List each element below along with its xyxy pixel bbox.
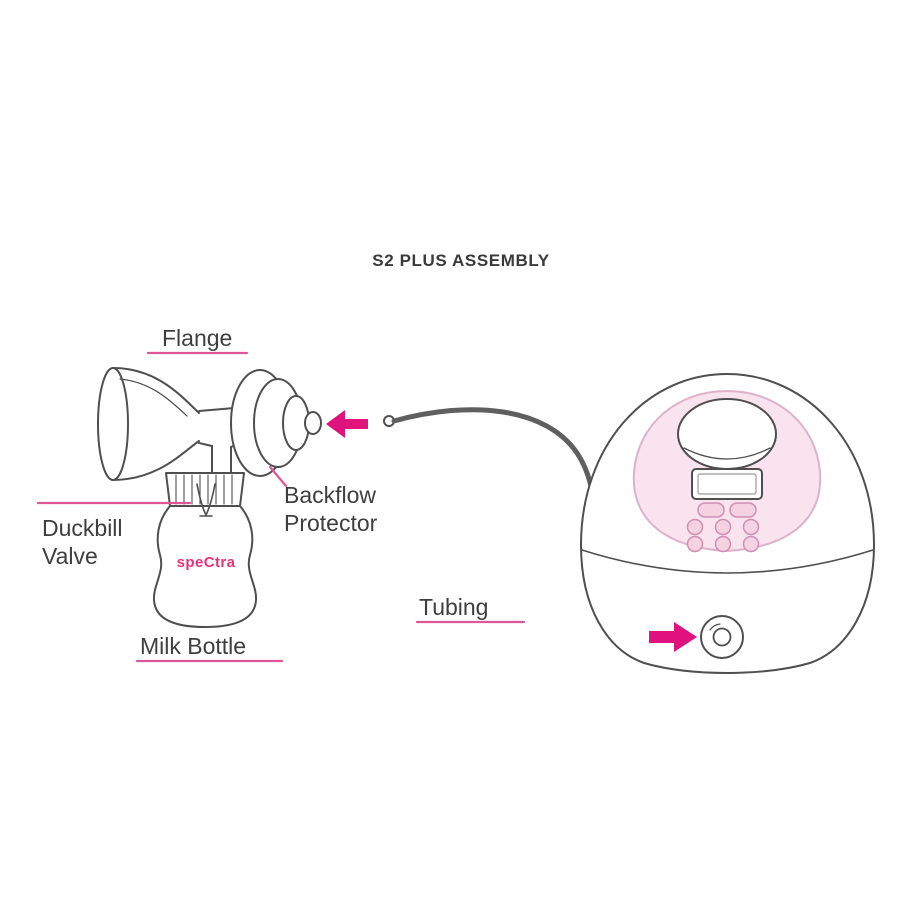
flange-inner-line [119, 378, 188, 417]
pump-button-round [714, 535, 732, 553]
pump-port-highlight [709, 623, 721, 631]
milk-bottle-label: Milk Bottle [140, 633, 246, 659]
bottle-body [152, 505, 258, 628]
flange-rim [97, 367, 129, 481]
tubing-label: Tubing [419, 594, 488, 620]
flange-bottom-wall [112, 440, 200, 481]
arrow-right-icon [649, 622, 697, 652]
backflow-protector-label-line1: Backflow [284, 482, 376, 508]
arrow-left-icon [326, 410, 368, 438]
pump-seam [581, 549, 874, 574]
pump-port-inner [712, 627, 732, 647]
pump-drawing [580, 373, 875, 674]
pump-button-round [742, 535, 760, 553]
duckbill-valve-label-line1: Duckbill [42, 515, 123, 541]
backflow-nub [304, 411, 322, 435]
pump-button-round [714, 518, 732, 536]
flange-top-wall [112, 367, 200, 414]
pump-button-round [686, 518, 704, 536]
backflow-protector-label-line2: Protector [284, 510, 378, 536]
pump-lcd-inner [697, 473, 757, 495]
duckbill-valve-drawing [196, 483, 216, 517]
backflow-pointer-line [268, 465, 288, 488]
flange-label: Flange [162, 325, 232, 351]
spectra-logo: speCtra [177, 554, 236, 571]
pump-button-round [742, 518, 760, 536]
pump-button-round [686, 535, 704, 553]
milk-bottle-drawing [152, 472, 258, 628]
callout-lines [36, 351, 526, 663]
pump-button-pill-left [697, 502, 725, 518]
backflow-protector-drawing [230, 369, 322, 477]
pump-button-pill-right [729, 502, 757, 518]
pump-buttons [686, 502, 760, 553]
page-title: S2 PLUS ASSEMBLY [372, 251, 550, 270]
pump-handle-inner-lip [683, 447, 771, 460]
duckbill-valve-label-line2: Valve [42, 543, 98, 569]
flange-neck-bottom [198, 442, 213, 447]
flange-drawing [97, 367, 247, 481]
